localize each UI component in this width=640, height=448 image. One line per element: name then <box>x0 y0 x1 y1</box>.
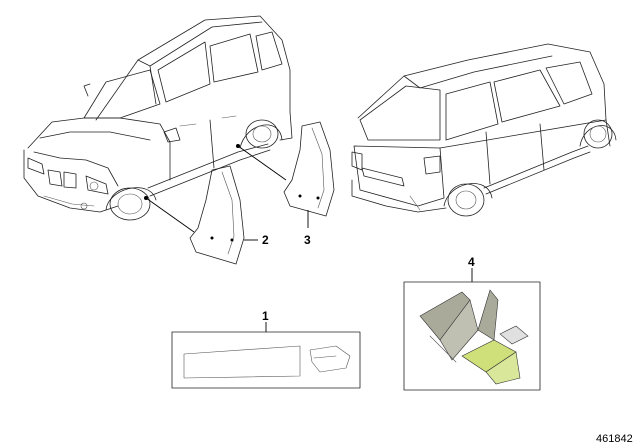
callout-2: 2 <box>262 233 269 247</box>
part-4-kit <box>403 281 541 391</box>
callout-3: 3 <box>304 233 311 247</box>
mud-flap-front <box>189 165 245 265</box>
callout-1: 1 <box>262 309 269 323</box>
callout-4: 4 <box>468 255 475 269</box>
document-number: 461842 <box>596 433 633 445</box>
leader-front-flap <box>145 197 195 233</box>
suv-rear-view <box>351 43 617 217</box>
suv-front-view <box>23 15 293 221</box>
part-1-kit <box>171 331 361 389</box>
leader-rear-flap <box>237 145 287 181</box>
